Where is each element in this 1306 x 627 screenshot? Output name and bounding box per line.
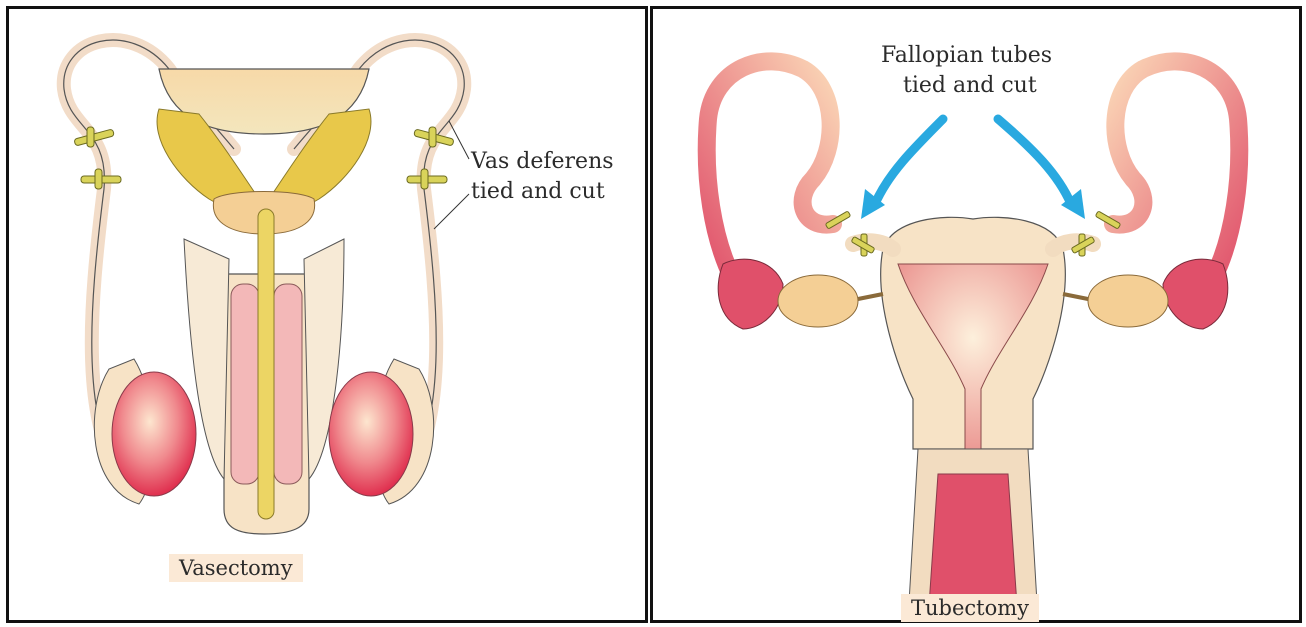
tubectomy-caption: Tubectomy bbox=[901, 594, 1039, 622]
vasectomy-panel: Vas deferens tied and cut Vasectomy bbox=[6, 6, 648, 623]
vas-deferens-label-line2: tied and cut bbox=[471, 177, 605, 207]
tie-right-lower bbox=[407, 169, 447, 189]
leader-line-lower bbox=[434, 194, 469, 229]
ovary-right bbox=[1088, 275, 1168, 327]
fallopian-label-line2: tied and cut bbox=[903, 71, 1037, 101]
vas-deferens-label-line1: Vas deferens bbox=[471, 147, 614, 177]
fimbriae-left bbox=[718, 259, 783, 329]
arrow-left bbox=[875, 119, 943, 204]
testis-right bbox=[329, 372, 413, 496]
corpus-right bbox=[274, 284, 302, 484]
urethra bbox=[258, 209, 274, 519]
vasectomy-caption: Vasectomy bbox=[169, 554, 303, 582]
fallopian-tube-right bbox=[1113, 61, 1239, 279]
fimbriae-right bbox=[1163, 259, 1228, 329]
corpus-left bbox=[231, 284, 259, 484]
male-reproductive-illustration bbox=[9, 9, 645, 620]
fallopian-tube-left bbox=[707, 61, 833, 279]
testis-left bbox=[112, 372, 196, 496]
tie-left-lower bbox=[81, 169, 121, 189]
tubectomy-panel: Fallopian tubes tied and cut Tubectomy bbox=[650, 6, 1302, 623]
fallopian-label-line1: Fallopian tubes bbox=[881, 41, 1052, 71]
arrow-right bbox=[998, 119, 1071, 204]
ovary-left bbox=[778, 275, 858, 327]
